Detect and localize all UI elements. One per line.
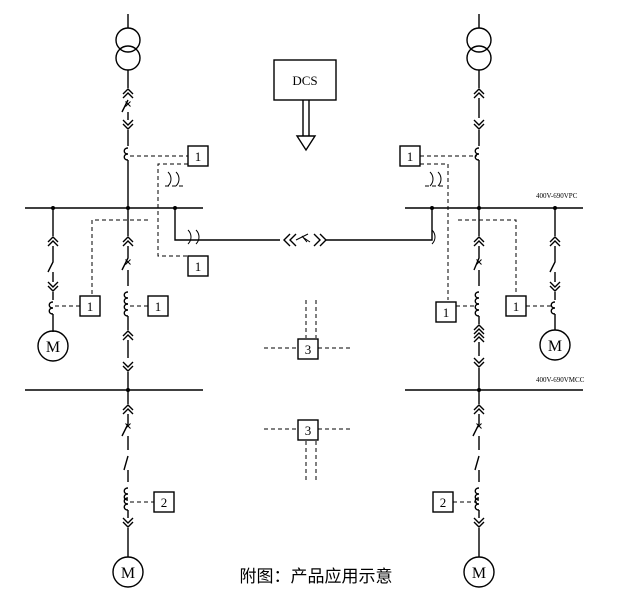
left-transformer-icon — [115, 27, 141, 71]
svg-text:1: 1 — [195, 259, 202, 274]
svg-text:2: 2 — [440, 495, 447, 510]
left-incomer-ct-icon — [123, 147, 129, 161]
svg-text:1: 1 — [155, 299, 162, 314]
svg-text:1: 1 — [443, 305, 450, 320]
left-feeder-motor: M 1 — [37, 208, 150, 362]
right-incomer — [420, 14, 492, 208]
svg-text:1: 1 — [195, 149, 202, 164]
left-motor-icon — [37, 330, 69, 362]
right-lower-feeder: M 2 — [432, 390, 495, 588]
right-motor-icon — [539, 329, 571, 361]
left-incomer — [115, 14, 188, 208]
left-tie-unit-box: 1 — [187, 255, 209, 277]
right-lower-motor-icon — [463, 556, 495, 588]
svg-text:2: 2 — [161, 495, 168, 510]
left-feeder-mcc: 1 — [121, 208, 169, 390]
center-unit-box-lower: 3 — [264, 419, 352, 480]
upper-bus-label: 400V-690VPC — [536, 192, 578, 200]
right-feeder-motor: M 1 — [458, 208, 571, 361]
svg-text:M: M — [121, 565, 135, 582]
left-lower-feeder: M 2 — [112, 390, 175, 588]
bus-tie — [174, 208, 436, 247]
svg-text:1: 1 — [87, 299, 94, 314]
right-incomer-unit-box: 1 — [399, 145, 421, 167]
svg-text:M: M — [46, 339, 60, 356]
svg-text:3: 3 — [305, 342, 312, 357]
left-incomer-unit-box: 1 — [187, 145, 209, 167]
left-lower-motor-icon — [112, 556, 144, 588]
svg-text:1: 1 — [407, 149, 414, 164]
svg-text:3: 3 — [305, 423, 312, 438]
right-transformer-icon — [466, 27, 492, 71]
svg-text:1: 1 — [513, 299, 520, 314]
lower-bus-label: 400V-690VMCC — [536, 376, 585, 384]
svg-text:M: M — [472, 565, 486, 582]
center-unit-box-upper: 3 — [264, 300, 352, 360]
dcs-label: DCS — [292, 73, 317, 88]
diagram-caption: 附图：产品应用示意 — [240, 567, 393, 587]
svg-text:M: M — [548, 338, 562, 355]
right-feeder-mcc: 1 — [435, 208, 485, 390]
dcs-block: DCS — [273, 59, 337, 152]
